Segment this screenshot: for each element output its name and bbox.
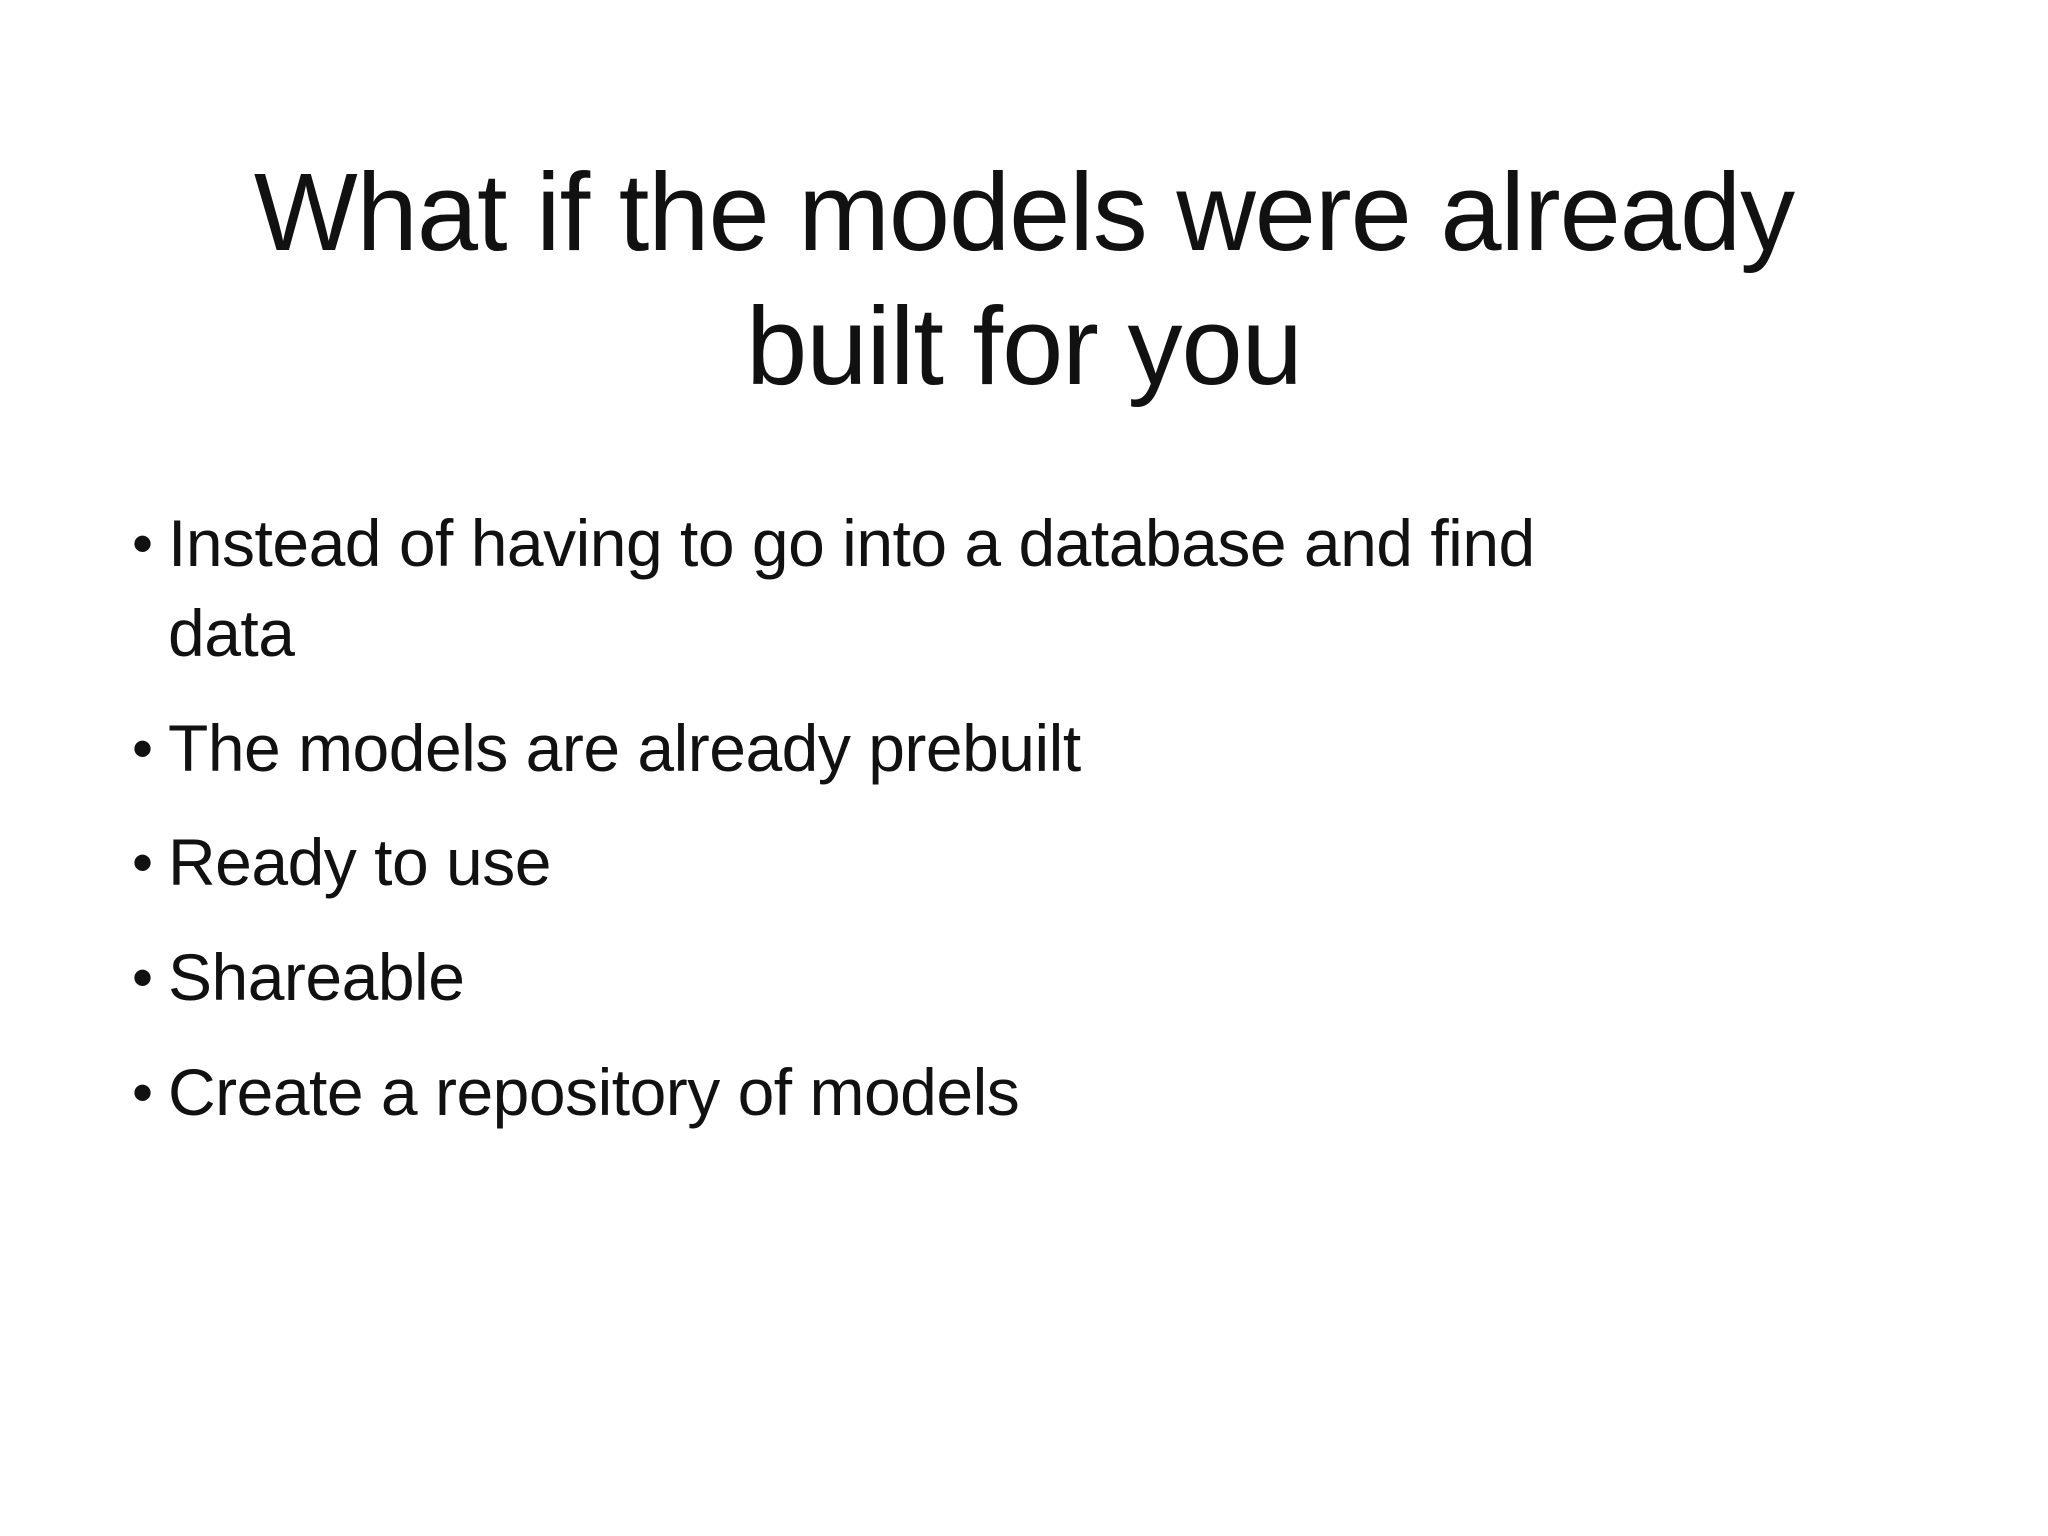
bullet-icon: • <box>132 714 153 782</box>
bullet-text-3: Ready to use <box>168 825 551 900</box>
bullet-text-1: Instead of having to go into a database … <box>168 506 1535 670</box>
bullet-item-1: • Instead of having to go into a databas… <box>132 499 1618 679</box>
bullet-icon: • <box>132 510 153 578</box>
bullet-item-3: • Ready to use <box>132 818 1618 908</box>
bullet-icon: • <box>132 1058 153 1126</box>
bullet-text-5: Create a repository of models <box>168 1054 1020 1129</box>
bullet-item-5: • Create a repository of models <box>132 1048 1618 1138</box>
bullet-item-4: • Shareable <box>132 933 1618 1023</box>
slide-title-line-1: What if the models were already <box>253 150 1795 274</box>
bullet-list: • Instead of having to go into a databas… <box>0 499 2048 1138</box>
slide-title-line-2: built for you <box>746 284 1303 408</box>
bullet-text-2: The models are already prebuilt <box>168 710 1081 785</box>
bullet-item-2: • The models are already prebuilt <box>132 704 1618 794</box>
bullet-icon: • <box>132 944 153 1012</box>
bullet-icon: • <box>132 829 153 897</box>
bullet-text-4: Shareable <box>168 940 465 1015</box>
slide-title: What if the models were already built fo… <box>0 74 2048 414</box>
